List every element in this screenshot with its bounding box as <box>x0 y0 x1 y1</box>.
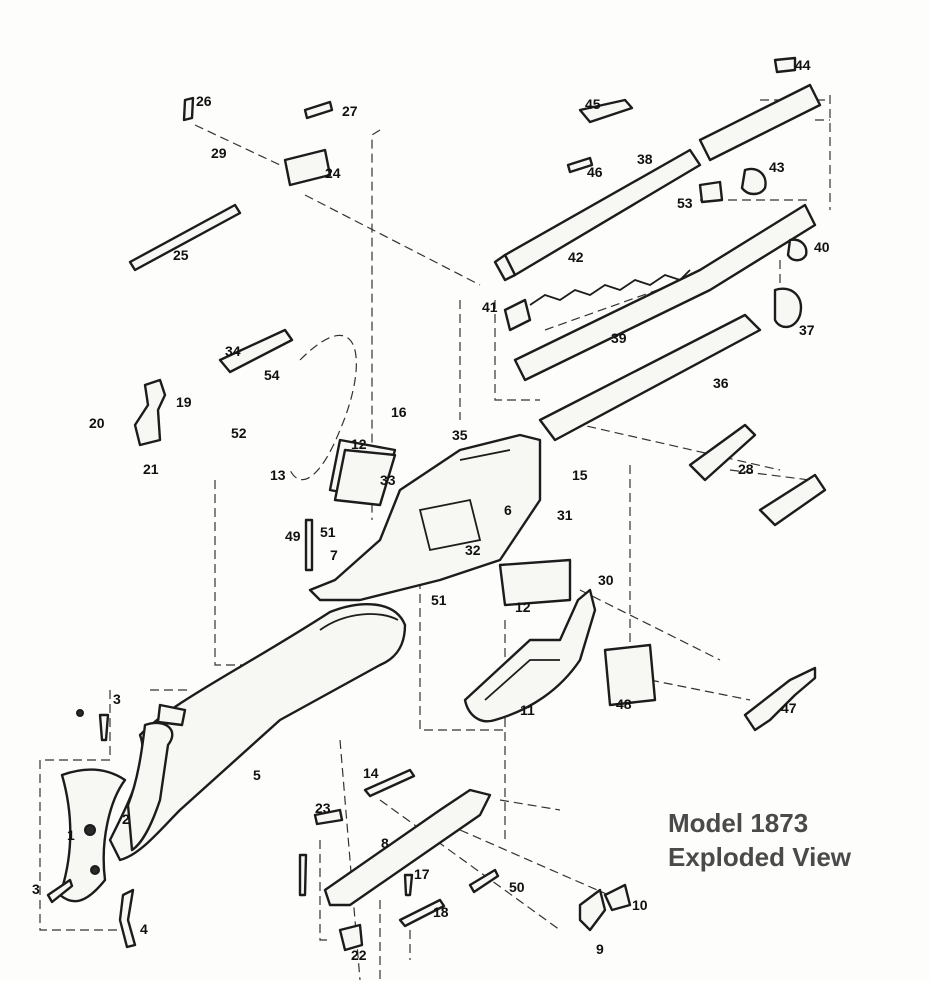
part-magazine-spring <box>529 269 691 306</box>
part-label: 36 <box>713 375 729 391</box>
part-label: 18 <box>433 904 449 920</box>
part-forearm <box>538 313 762 442</box>
part-links <box>688 423 827 527</box>
part-sideplate <box>498 558 572 607</box>
part-screws <box>46 709 110 904</box>
part-label: 35 <box>452 427 468 443</box>
part-label: 30 <box>598 572 614 588</box>
part-50 <box>468 868 500 894</box>
part-label: 25 <box>173 247 189 263</box>
part-label: 43 <box>769 159 785 175</box>
part-label: 45 <box>585 96 601 112</box>
part-label: 6 <box>504 502 512 518</box>
part-47 <box>743 666 817 732</box>
part-label: 12 <box>351 436 367 452</box>
part-hammer <box>133 378 167 447</box>
title-line-1: Model 1873 <box>668 808 809 838</box>
part-loading-gate <box>333 448 397 507</box>
part-label: 31 <box>557 507 573 523</box>
part-label: 49 <box>285 528 301 544</box>
part-label: 1 <box>67 827 75 843</box>
part-label: 42 <box>568 249 584 265</box>
part-label: 3 <box>32 881 40 897</box>
part-trigger-group <box>578 883 632 932</box>
part-label: 10 <box>632 897 648 913</box>
part-label: 48 <box>616 696 632 712</box>
part-label: 2 <box>122 811 130 827</box>
part-label: 14 <box>363 765 379 781</box>
part-label: 52 <box>231 425 247 441</box>
part-label: 39 <box>611 330 627 346</box>
part-label: 32 <box>465 542 481 558</box>
part-label: 34 <box>225 343 241 359</box>
part-label: 21 <box>143 461 159 477</box>
part-label: 9 <box>596 941 604 957</box>
part-label: 13 <box>270 467 286 483</box>
part-breech-parts <box>182 96 334 187</box>
part-label: 19 <box>176 394 192 410</box>
part-label: 12 <box>515 599 531 615</box>
part-label: 37 <box>799 322 815 338</box>
part-label: 29 <box>211 145 227 161</box>
part-label: 3 <box>113 691 121 707</box>
part-label: 17 <box>414 866 430 882</box>
part-label: 53 <box>677 195 693 211</box>
part-label: 33 <box>380 472 396 488</box>
part-buttplate <box>58 703 187 903</box>
part-magazine-tube <box>493 148 702 282</box>
title-line-2: Exploded View <box>668 842 852 872</box>
part-label: 11 <box>520 702 535 718</box>
part-34 <box>218 328 294 374</box>
part-label: 7 <box>330 547 338 563</box>
part-label: 47 <box>781 700 797 716</box>
part-tube-top <box>698 83 822 162</box>
part-label: 50 <box>509 879 525 895</box>
part-stock <box>108 602 407 862</box>
part-lever <box>463 588 597 723</box>
part-barrel <box>513 203 817 382</box>
part-label: 51 <box>320 524 336 540</box>
part-carrier <box>603 643 657 707</box>
part-49 <box>304 518 314 572</box>
part-label: 26 <box>196 93 212 109</box>
part-label: 27 <box>342 103 358 119</box>
part-label: 44 <box>795 57 811 73</box>
part-label: 54 <box>264 367 280 383</box>
diagram-title: Model 1873 Exploded View <box>668 806 851 874</box>
part-label: 40 <box>814 239 830 255</box>
part-front-parts <box>566 56 808 329</box>
part-small-parts <box>298 768 446 952</box>
part-lower-tang <box>323 788 492 907</box>
part-label: 38 <box>637 151 653 167</box>
part-label: 24 <box>325 165 341 181</box>
part-spring-4 <box>118 888 137 949</box>
part-label: 5 <box>253 767 261 783</box>
part-label: 51 <box>431 592 447 608</box>
part-label: 28 <box>738 461 754 477</box>
part-label: 4 <box>140 921 148 937</box>
part-label: 41 <box>482 299 498 315</box>
part-label: 22 <box>351 947 367 963</box>
part-label: 46 <box>587 164 603 180</box>
part-label: 20 <box>89 415 105 431</box>
part-label: 23 <box>315 800 331 816</box>
part-bolt <box>128 203 242 272</box>
part-label: 16 <box>391 404 407 420</box>
part-follower <box>503 298 532 332</box>
part-label: 15 <box>572 467 588 483</box>
part-label: 8 <box>381 835 389 851</box>
